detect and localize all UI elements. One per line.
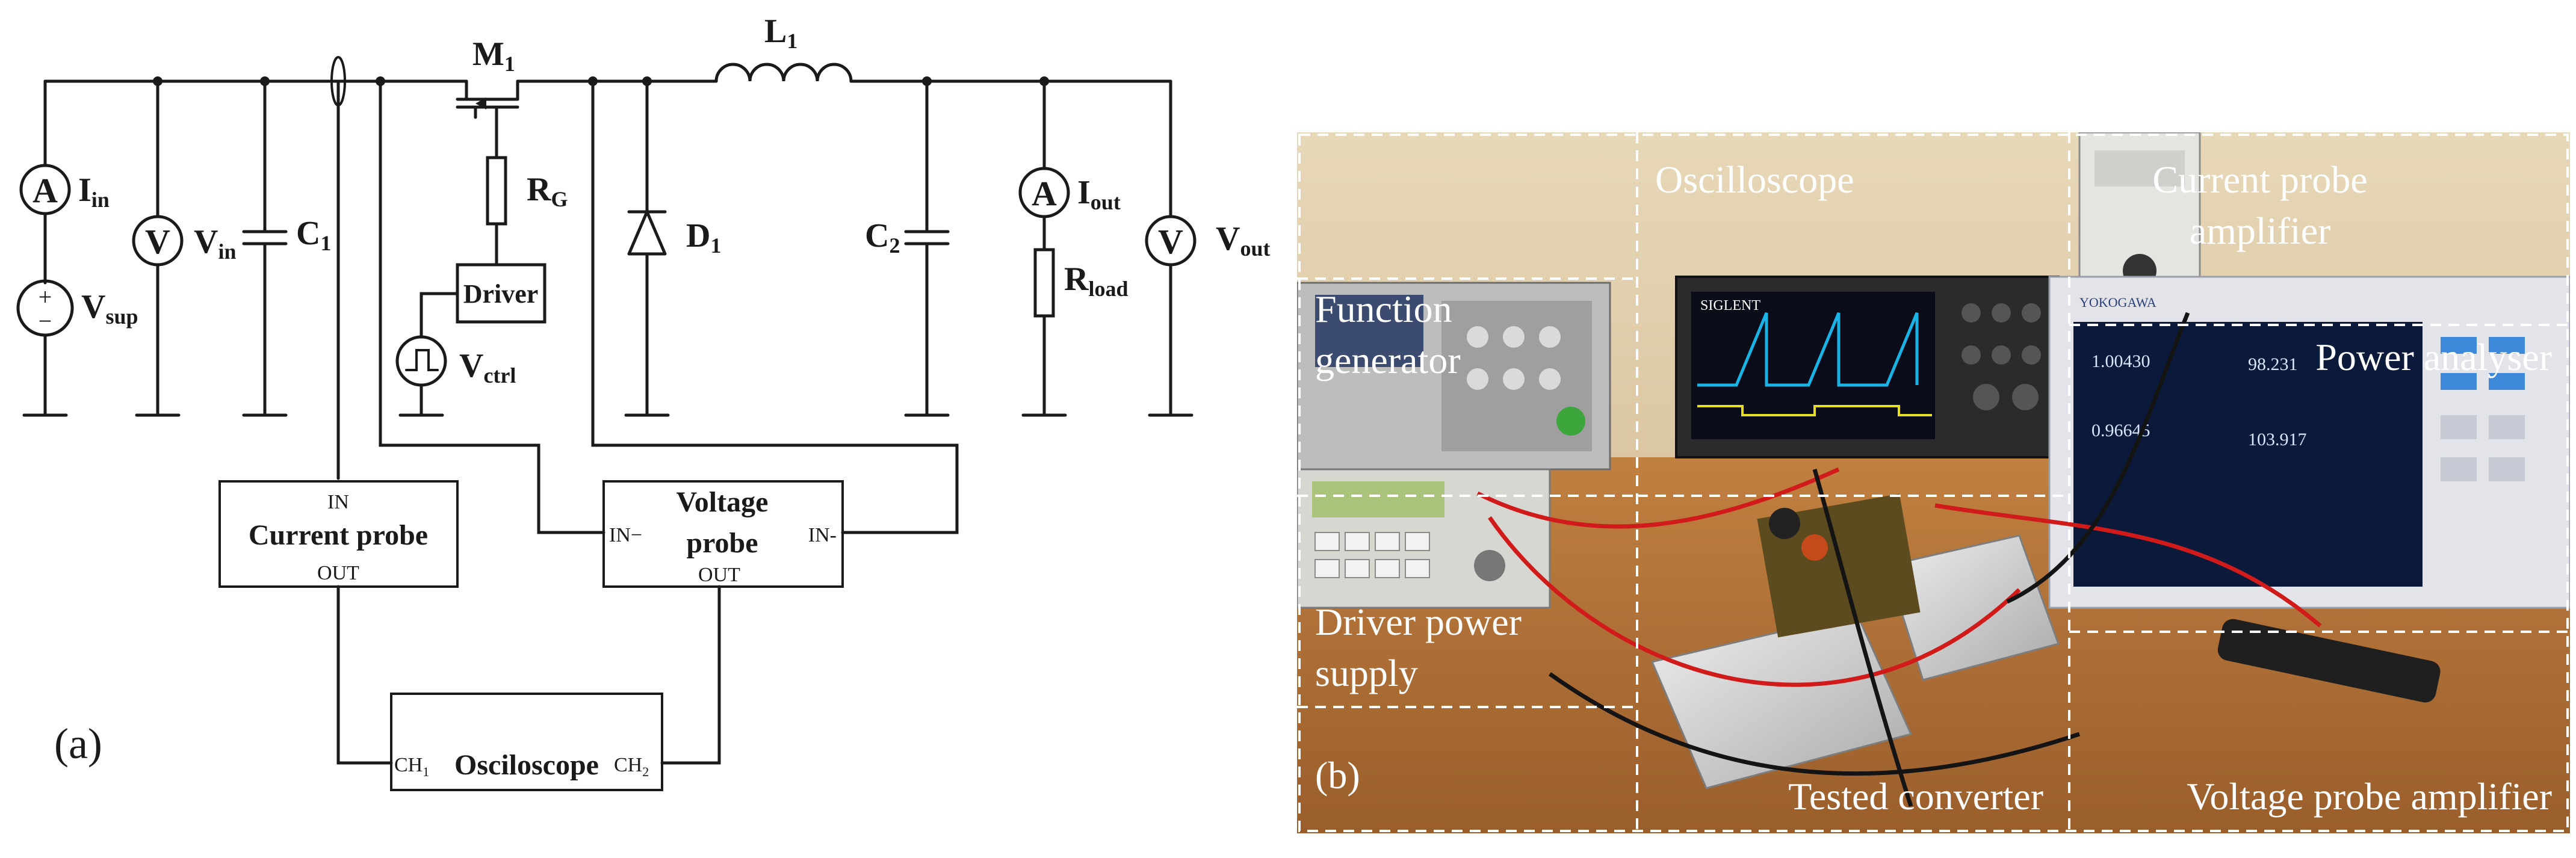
vsup-plus-sign: +	[39, 283, 52, 310]
function-generator-device	[1297, 282, 1611, 471]
current-probe-in: IN	[327, 491, 349, 513]
label-current-probe-amp-1: Current probe	[2152, 158, 2367, 201]
oscilloscope-device: SIGLENT	[1675, 276, 2060, 458]
outer-frame	[1298, 134, 2569, 832]
oscilloscope-ch1: CH1	[394, 754, 429, 779]
label-vctrl: Vctrl	[459, 347, 516, 387]
current-probe-title: Current probe	[249, 519, 428, 551]
label-vout: Vout	[1216, 220, 1270, 261]
label-c2: C2	[865, 217, 900, 258]
label-rload: Rload	[1064, 261, 1128, 301]
voltmeter-in-symbol: V	[145, 222, 170, 261]
label-tested-converter: Tested converter	[1788, 775, 2043, 818]
voltage-probe-title-2: probe	[686, 527, 758, 559]
driver-power-supply-device	[1297, 468, 1551, 609]
label-function-generator-2: generator	[1315, 339, 1461, 381]
oscilloscope-brand: SIGLENT	[1700, 298, 1760, 313]
label-driver-power-supply-1: Driver power	[1315, 600, 1522, 643]
label-l1: L1	[764, 13, 797, 53]
ammeter-out-symbol: A	[1032, 174, 1057, 213]
current-probe-out: OUT	[317, 562, 359, 584]
voltage-probe-title-1: Voltage	[677, 486, 769, 518]
driver-label: Driver	[463, 279, 539, 309]
panel-b-letter: (b)	[1315, 754, 1360, 797]
label-vin: Vin	[194, 223, 236, 264]
voltmeter-out-symbol: V	[1158, 222, 1183, 261]
label-power-analyser: Power analyser	[2315, 336, 2552, 378]
vsup-minus-sign: −	[39, 307, 52, 335]
label-oscilloscope: Oscilloscope	[1655, 158, 1854, 201]
oscilloscope-ch2: CH2	[614, 754, 649, 779]
label-function-generator-1: Function	[1315, 288, 1452, 330]
voltage-probe-out: OUT	[698, 564, 740, 586]
ammeter-in-symbol: A	[33, 171, 58, 210]
label-d1: D1	[686, 217, 721, 258]
power-analyser-brand: YOKOGAWA	[2079, 295, 2156, 310]
lab-setup-photo: SIGLENT YOKOGAWA 1.00430 0.96645 98.231 …	[1297, 132, 2570, 833]
label-m1: M1	[472, 35, 515, 76]
schematic-diagram: A V A V + − M1 L1 Iin Vin Vsup C1 RG Vct…	[16, 13, 1270, 791]
power-analyser-device: YOKOGAWA 1.00430 0.96645 98.231 103.917	[2048, 276, 2570, 609]
label-voltage-probe-amplifier: Voltage probe amplifier	[2187, 775, 2552, 818]
voltage-probe-in-plus: IN-	[808, 524, 837, 546]
panel-a-letter: (a)	[54, 720, 102, 768]
label-iout: Iout	[1077, 174, 1121, 214]
screen-value-4: 103.917	[2248, 430, 2307, 449]
label-vsup: Vsup	[81, 288, 138, 329]
label-iin: Iin	[78, 171, 110, 212]
tested-converter-device	[1650, 493, 2060, 789]
oscilloscope-box-title: Osciloscope	[454, 749, 599, 781]
screen-value-3: 98.231	[2248, 354, 2298, 374]
label-c1: C1	[296, 215, 331, 255]
voltage-probe-amplifier-device	[2217, 619, 2441, 703]
label-current-probe-amp-2: amplifier	[2190, 209, 2331, 252]
label-driver-power-supply-2: supply	[1315, 652, 1418, 694]
screen-value-1: 1.00430	[2091, 351, 2150, 371]
label-rg: RG	[527, 171, 568, 211]
voltage-probe-in-minus: IN−	[609, 524, 642, 546]
